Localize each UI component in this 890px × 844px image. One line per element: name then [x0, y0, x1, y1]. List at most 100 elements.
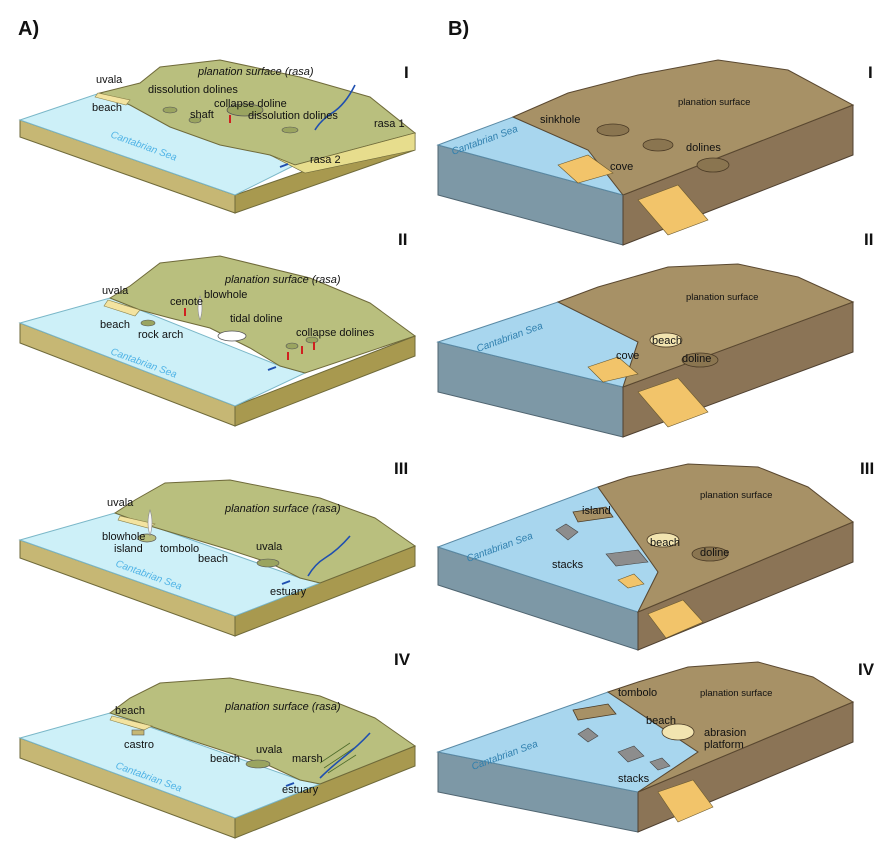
collapse-dolines-label-a-2: collapse dolines — [296, 327, 375, 339]
uvala-label-a-4: uvala — [256, 744, 283, 756]
castro-shape-a-4 — [131, 729, 145, 736]
land-a-3 — [113, 479, 417, 584]
block-diagram-a-4: planation surface (rasa) beach castro uv… — [18, 677, 417, 839]
land-b-3 — [597, 463, 854, 613]
beach-a-2 — [103, 299, 141, 317]
planation-label-a-1: planation surface (rasa) — [197, 66, 314, 78]
planation-label-b-3: planation surface — [700, 490, 772, 501]
land-a-4 — [108, 677, 417, 785]
river-a-4 — [319, 732, 371, 779]
stage-label-a-4: IV — [394, 650, 411, 669]
collapse-doline-shape-a-1 — [226, 103, 264, 117]
abrasion-label-b-4b: platform — [704, 739, 744, 751]
block-diagram-b-1: planation surface sinkhole dolines cove … — [436, 59, 855, 246]
sand-layer-b-2 — [637, 377, 709, 428]
block-side-a-2 — [234, 335, 416, 427]
stack-shape-b-4a — [577, 727, 599, 743]
land-a-2 — [108, 255, 417, 374]
stage-label-b-1: I — [868, 63, 873, 82]
doline-shape-b-2 — [681, 352, 719, 368]
river-mouth-a-3 — [281, 580, 291, 585]
dolines-label-b-1: dolines — [686, 142, 721, 154]
beach-label-a-4a: beach — [115, 705, 145, 717]
planation-label-b-4: planation surface — [700, 688, 772, 699]
land-b-4 — [606, 661, 855, 793]
river-a-3 — [307, 535, 351, 577]
stacks-label-b-4: stacks — [618, 773, 650, 785]
beach-a-3 — [117, 515, 156, 529]
island-shape-a-3 — [137, 533, 157, 543]
sand-layer-b-3 — [647, 599, 704, 639]
collapse-doline-label-a-1: collapse doline — [214, 98, 287, 110]
stage-label-a-2: II — [398, 230, 408, 249]
cove-label-b-1: cove — [610, 161, 633, 173]
stack-shape-b-3b — [605, 549, 649, 567]
shaft-label-a-1: shaft — [190, 109, 214, 121]
island-label-a-3: island — [114, 543, 143, 555]
block-diagram-b-3: planation surface island beach doline st… — [436, 463, 854, 651]
stack-shape-b-4b — [617, 745, 645, 763]
stacks-label-b-3: stacks — [552, 559, 584, 571]
river-mouth-a-1 — [279, 163, 289, 168]
island-shape-b-3 — [572, 506, 614, 523]
block-diagram-b-4: planation surface tombolo beach abrasion… — [436, 661, 855, 833]
block-diagram-a-2: planation surface (rasa) uvala blowhole … — [18, 255, 417, 427]
block-diagram-a-1: planation surface (rasa) uvala dissoluti… — [18, 59, 417, 214]
uvala-label-a-2: uvala — [102, 285, 129, 297]
sand-layer-b-4 — [657, 779, 714, 823]
doline-shape-b-3 — [691, 546, 729, 562]
block-diagram-b-2: planation surface beach cove doline Cant… — [436, 263, 855, 438]
doline-shape-a-2b — [305, 336, 319, 344]
doline-shape-b-1a — [596, 123, 630, 137]
uvala-shape-a-4 — [245, 759, 271, 769]
block-diagram-a-3: planation surface (rasa) uvala blowhole … — [18, 479, 417, 637]
doline-label-b-2: doline — [682, 353, 711, 365]
abrasion-label-b-4a: abrasion — [704, 727, 746, 739]
tombolo-label-a-3: tombolo — [160, 543, 199, 555]
uvala-label-a-3a: uvala — [107, 497, 134, 509]
river-a-1 — [314, 84, 356, 131]
cove-label-b-2: cove — [616, 350, 639, 362]
blowhole-label-a-3: blowhole — [102, 531, 145, 543]
castro-label-a-4: castro — [124, 739, 154, 751]
planation-label-b-1: planation surface — [678, 97, 750, 108]
planation-label-a-4: planation surface (rasa) — [224, 701, 341, 713]
planation-label-a-2: planation surface (rasa) — [224, 274, 341, 286]
beach-a-1 — [94, 92, 131, 106]
rasa2-step-a-1 — [269, 132, 416, 174]
uvala-shape-a-3 — [256, 558, 280, 568]
doline-shape-a-1c — [281, 126, 299, 134]
sinkhole-label-b-1: sinkhole — [540, 114, 580, 126]
rock-arch-label-a-2: rock arch — [138, 329, 183, 341]
stack-shape-b-3a — [555, 523, 579, 541]
stage-label-b-2: II — [864, 230, 874, 249]
uvala-label-a-1: uvala — [96, 74, 123, 86]
column-label-a: A) — [18, 18, 40, 40]
tombolo-label-b-4: tombolo — [618, 687, 657, 699]
rock-arch-shape-a-2 — [140, 319, 156, 327]
stage-label-b-4: IV — [858, 660, 875, 679]
beach-cove-shape-b-4 — [661, 723, 695, 741]
doline-shape-a-1b — [188, 116, 202, 124]
beach-label-a-2: beach — [100, 319, 130, 331]
stage-label-b-3: III — [860, 459, 875, 478]
planation-label-a-3: planation surface (rasa) — [224, 503, 341, 515]
doline-shape-a-2a — [285, 342, 299, 350]
column-label-b: B) — [448, 18, 470, 40]
beach-label-b-3: beach — [650, 537, 680, 549]
sand-island-b-3 — [617, 573, 645, 589]
cenote-label-a-2: cenote — [170, 296, 203, 308]
island-label-b-3: island — [582, 505, 611, 517]
tombolo-shape-b-4 — [572, 703, 617, 721]
cove-sand-b-2 — [587, 356, 639, 383]
doline-shape-b-1b — [642, 138, 674, 152]
stage-label-a-3: III — [394, 459, 409, 478]
stack-shape-b-4c — [649, 757, 671, 771]
beach-label-a-4b: beach — [210, 753, 240, 765]
doline-shape-b-1c — [696, 157, 730, 173]
estuary-label-a-4: estuary — [282, 784, 319, 796]
river-mouth-a-4 — [285, 782, 295, 787]
beach-label-a-1: beach — [92, 102, 122, 114]
cove-sand-b-1 — [557, 154, 614, 184]
dissolution-dolines-label-a-1b: dissolution dolines — [248, 110, 338, 122]
